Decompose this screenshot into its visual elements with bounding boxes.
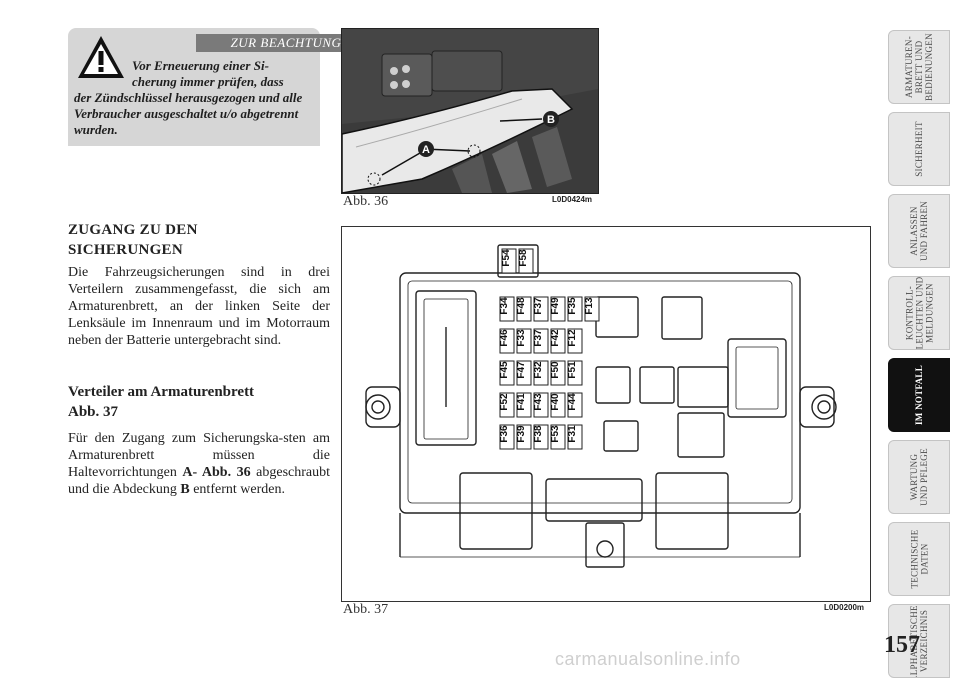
subsection-title: Verteiler am Armaturenbrett Abb. 37 [68,384,255,420]
tab-1[interactable]: SICHERHEIT [888,112,950,186]
tab-0[interactable]: ARMATUREN- BRETT UND BEDIENUNGEN [888,30,950,104]
fuse-label: F43 [533,392,549,418]
svg-text:F46: F46 [499,329,510,347]
intro-paragraph: Die Fahrzeugsicherungen sind in drei Ver… [68,265,330,348]
svg-text:F53: F53 [550,425,561,443]
svg-text:F37: F37 [533,297,544,315]
fuse-label: F38 [533,424,549,450]
fuse-label: F54 [501,248,517,274]
watermark: carmanualsonline.info [555,649,741,669]
tab-label: TECHNISCHE DATEN [909,529,929,589]
chapter-tabs: ARMATUREN- BRETT UND BEDIENUNGEN SICHERHE… [888,30,952,686]
tab-label: SICHERHEIT [914,121,924,177]
fuse-label: F52 [499,392,515,418]
fuse-label: F46 [499,328,515,354]
fuse-label: F48 [516,296,532,322]
svg-text:F39: F39 [516,425,527,443]
fuse-label: F40 [550,392,566,418]
svg-text:F36: F36 [499,425,510,443]
fuse-label: F39 [516,424,532,450]
section-title: ZUGANG ZU DEN SICHERUNGEN [68,222,198,258]
tab-3[interactable]: KONTROLL- LEUCHTEN UND MELDUNGEN [888,276,950,350]
svg-text:F43: F43 [533,393,544,411]
fuse-label: F49 [550,296,566,322]
svg-text:F32: F32 [533,361,544,379]
figure-36-illustration: A B [341,28,599,194]
fuse-label: F31 [567,424,583,450]
svg-text:F48: F48 [516,297,527,315]
svg-text:F54: F54 [501,249,512,267]
tab-4[interactable]: IM NOTFALL [888,358,950,432]
figure-37-code: L0D0200m [824,603,865,612]
tab-7[interactable]: ALPHABETISCHES VERZEICHNIS [888,604,950,678]
svg-text:F42: F42 [550,329,561,347]
svg-text:F41: F41 [516,393,527,411]
fuse-label: F36 [499,424,515,450]
svg-text:F44: F44 [567,393,578,411]
svg-text:F58: F58 [518,249,529,267]
fuse-label: F50 [550,360,566,386]
page-number: 157 [884,632,920,658]
svg-text:F52: F52 [499,393,510,411]
fuse-label: F45 [499,360,515,386]
fuse-label: F47 [516,360,532,386]
figure-37-caption: Abb. 37 [343,602,389,617]
tab-6[interactable]: TECHNISCHE DATEN [888,522,950,596]
fuse-label: F53 [550,424,566,450]
fuse-label: F41 [516,392,532,418]
svg-text:F13: F13 [584,297,595,315]
svg-text:F49: F49 [550,297,561,315]
tab-2[interactable]: ANLASSEN UND FAHREN [888,194,950,268]
svg-text:F47: F47 [516,361,527,379]
svg-text:F12: F12 [567,329,578,347]
svg-text:F45: F45 [499,361,510,379]
fuse-label: F37 [533,296,549,322]
svg-text:F35: F35 [567,297,578,315]
warning-triangle-icon [78,36,124,78]
svg-text:F37: F37 [533,329,544,347]
fuse-label: F13 [584,296,600,322]
fuse-label: F37 [533,328,549,354]
warning-heading: ZUR BEACHTUNG [196,34,376,52]
tab-label: IM NOTFALL [914,364,924,426]
fuse-label: F42 [550,328,566,354]
svg-text:F51: F51 [567,361,578,379]
access-paragraph: Für den Zugang zum Sicherungska-sten am … [68,431,331,497]
fuse-label: F34 [499,296,515,322]
figure-36-caption: Abb. 36 [343,194,389,209]
warning-text: Vor Erneuerung einer Si- cherung immer p… [74,58,303,137]
fuse-label: F12 [567,328,583,354]
tab-label: KONTROLL- LEUCHTEN UND MELDUNGEN [904,276,934,350]
svg-text:F33: F33 [516,329,527,347]
label-a: A [422,144,430,156]
fuse-label: F35 [567,296,583,322]
svg-text:F50: F50 [550,361,561,379]
tab-label: ARMATUREN- BRETT UND BEDIENUNGEN [904,33,935,101]
svg-text:F34: F34 [499,297,510,315]
fuse-label: F44 [567,392,583,418]
figure-36-code: L0D0424m [552,195,593,204]
tab-5[interactable]: WARTUNG UND PFLEGE [888,440,950,514]
svg-text:F40: F40 [550,393,561,411]
svg-text:F38: F38 [533,425,544,443]
fuse-label: F58 [518,248,534,274]
tab-label: WARTUNG UND PFLEGE [908,448,929,506]
warning-box: ZUR BEACHTUNG Vor Erneuerung einer Si- c… [68,28,376,146]
tab-label: ANLASSEN UND FAHREN [909,200,929,262]
fuse-label: F33 [516,328,532,354]
fuse-label: F51 [567,360,583,386]
label-b: B [547,114,555,126]
svg-text:F31: F31 [567,425,578,443]
fuse-label: F32 [533,360,549,386]
